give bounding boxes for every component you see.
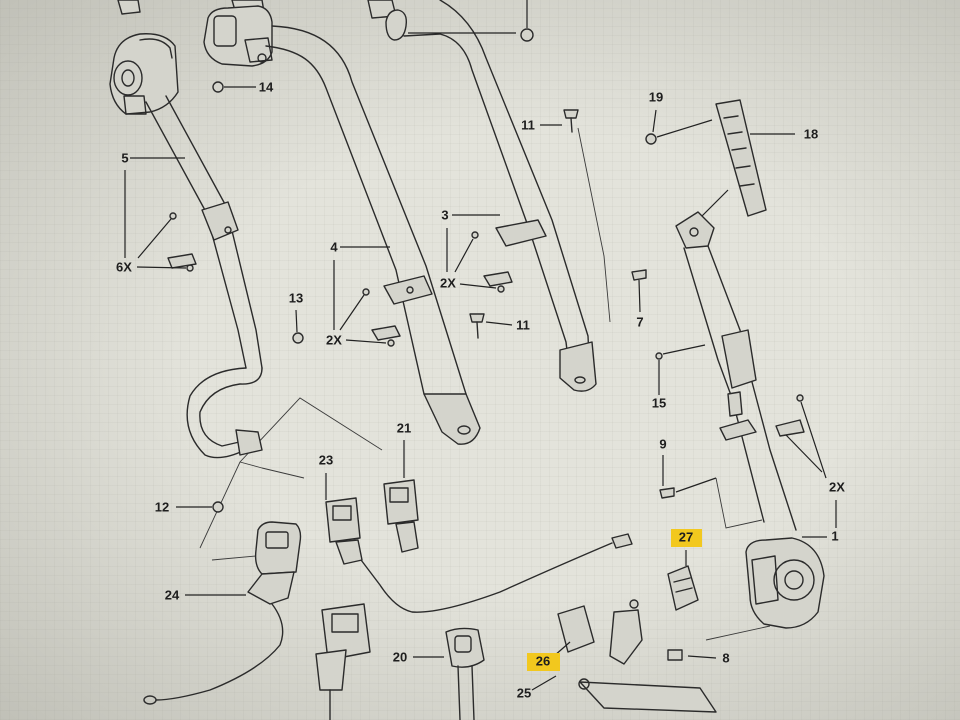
- bolt-9: [659, 455, 717, 499]
- screw-8: [667, 649, 717, 661]
- belt-5: [145, 95, 263, 459]
- callout-18: 18: [804, 126, 818, 141]
- callout-12: 12: [155, 499, 169, 514]
- wire-harness: [351, 533, 633, 613]
- callout-2x-c: 2X: [829, 479, 845, 494]
- buckle-23: [325, 473, 363, 565]
- callout-1: 1: [831, 528, 838, 543]
- fasteners-2x-right: [719, 394, 827, 479]
- fasteners-6x: [124, 157, 197, 272]
- buckle-21: [383, 440, 419, 553]
- nut-13: [292, 309, 304, 344]
- screw-7: [631, 269, 647, 313]
- belt-1: [683, 245, 797, 531]
- retractor-middle: [203, 0, 273, 67]
- bolt-19: [645, 109, 713, 145]
- callout-26: 26: [536, 653, 550, 668]
- callout-20: 20: [393, 649, 407, 664]
- callout-19: 19: [649, 89, 663, 104]
- callout-2x-a: 2X: [326, 332, 342, 347]
- belt-guide: [675, 189, 729, 249]
- callout-7: 7: [636, 314, 643, 329]
- plate-27: [667, 550, 699, 611]
- callout-13: 13: [289, 290, 303, 305]
- callout-25: 25: [517, 685, 531, 700]
- buckle-20: [413, 627, 485, 720]
- callout-3: 3: [441, 207, 448, 222]
- buckle-24: [143, 521, 302, 705]
- callout-14: 14: [259, 79, 274, 94]
- bracket-26: [553, 605, 595, 657]
- belt-4: [265, 25, 481, 445]
- callout-27: 27: [679, 529, 693, 544]
- nut-top: [408, 0, 534, 42]
- screws-11: [469, 109, 579, 339]
- callout-23: 23: [319, 452, 333, 467]
- buckle-lower: [315, 603, 371, 720]
- fasteners-2x-belt-4: [333, 246, 401, 347]
- nut-12: [176, 501, 224, 513]
- retractor-1: [705, 500, 837, 641]
- belt-3: [367, 0, 597, 392]
- callout-11-lower: 11: [516, 317, 530, 332]
- callout-15: 15: [652, 395, 666, 410]
- callout-8: 8: [722, 650, 729, 665]
- nut-15: [655, 344, 706, 395]
- callout-4: 4: [330, 239, 338, 254]
- callout-6x: 6X: [116, 259, 132, 274]
- callout-2x-b: 2X: [440, 275, 456, 290]
- callout-24: 24: [165, 587, 180, 602]
- callout-9: 9: [659, 436, 666, 451]
- seat-outline-lines: [199, 127, 763, 561]
- callout-21: 21: [397, 420, 411, 435]
- callout-5: 5: [121, 150, 128, 165]
- bracket-18: [715, 99, 795, 217]
- bolt-14: [212, 81, 256, 93]
- fasteners-2x-belt-3: [446, 214, 513, 293]
- highlight-26: [527, 653, 560, 671]
- callout-labels: 14 5 6X 13 4 2X 3 2X 11 11 19 18 7 15 9 …: [116, 79, 845, 700]
- anchor-25: [531, 599, 717, 713]
- highlight-27: [671, 529, 702, 547]
- callout-11-top: 11: [521, 117, 535, 132]
- retractor-upper-left: [109, 0, 179, 115]
